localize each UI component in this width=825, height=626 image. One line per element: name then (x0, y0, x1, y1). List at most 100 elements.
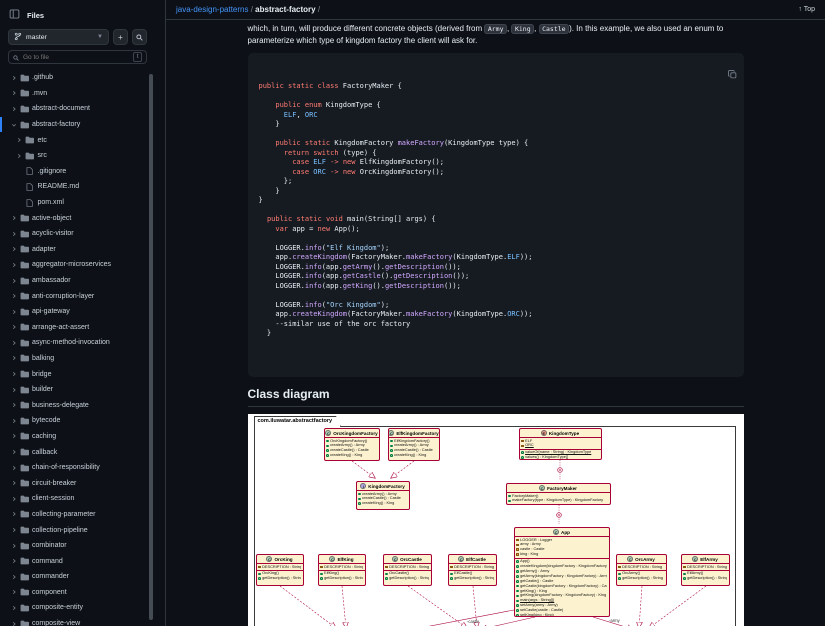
tree-item-README.md[interactable]: README.md (0, 179, 154, 195)
tree-item-collection-pipeline[interactable]: collection-pipeline (0, 522, 154, 538)
tree-item-.github[interactable]: .github (0, 70, 154, 86)
tree-item-bytecode[interactable]: bytecode (0, 413, 154, 429)
chevron-right-icon[interactable] (8, 90, 19, 96)
uml-class-name: OrcKing (274, 557, 292, 562)
tree-item-abstract-factory[interactable]: abstract-factory (0, 117, 154, 133)
chevron-right-icon[interactable] (8, 246, 19, 252)
sidebar-collapse-icon[interactable] (9, 6, 20, 24)
folder-icon (19, 417, 29, 425)
chevron-right-icon[interactable] (8, 449, 19, 455)
tree-item-api-gateway[interactable]: api-gateway (0, 304, 154, 320)
chevron-right-icon[interactable] (8, 621, 19, 626)
chevron-right-icon[interactable] (8, 527, 19, 533)
tree-item-label: active-object (32, 215, 71, 222)
chevron-right-icon[interactable] (8, 558, 19, 564)
tree-item-pom.xml[interactable]: pom.xml (0, 195, 154, 211)
chevron-right-icon[interactable] (8, 496, 19, 502)
chevron-right-icon[interactable] (8, 293, 19, 299)
code-line: return switch (type) { (259, 149, 733, 159)
chevron-right-icon[interactable] (8, 387, 19, 393)
chevron-right-icon[interactable] (8, 543, 19, 549)
chevron-right-icon[interactable] (14, 137, 25, 143)
tree-item-src[interactable]: src (0, 148, 154, 164)
uml-class-name: FactoryMaker (547, 486, 577, 491)
chevron-right-icon[interactable] (8, 433, 19, 439)
tree-item-label: etc (38, 137, 47, 144)
tree-item-component[interactable]: component (0, 585, 154, 601)
tree-item-anti-corruption-layer[interactable]: anti-corruption-layer (0, 288, 154, 304)
folder-icon (25, 136, 35, 144)
tree-item-command[interactable]: command (0, 553, 154, 569)
uml-class-name: OrcKingdomFactory (333, 431, 377, 436)
uml-class-icon: C (627, 556, 633, 562)
chevron-right-icon[interactable] (8, 262, 19, 268)
chevron-right-icon[interactable] (8, 465, 19, 471)
chevron-right-icon[interactable] (8, 402, 19, 408)
tree-item-abstract-document[interactable]: abstract-document (0, 101, 154, 117)
folder-icon (19, 386, 29, 394)
tree-item-bridge[interactable]: bridge (0, 366, 154, 382)
search-tree-button[interactable] (132, 29, 147, 45)
tree-item-aggregator-microservices[interactable]: aggregator-microservices (0, 257, 154, 273)
folder-icon (19, 308, 29, 316)
tree-item-business-delegate[interactable]: business-delegate (0, 397, 154, 413)
tree-item-client-session[interactable]: client-session (0, 491, 154, 507)
tree-item-ambassador[interactable]: ambassador (0, 273, 154, 289)
tree-item-builder[interactable]: builder (0, 382, 154, 398)
folder-icon (19, 604, 29, 612)
chevron-right-icon[interactable] (8, 278, 19, 284)
tree-item-arrange-act-assert[interactable]: arrange-act-assert (0, 320, 154, 336)
breadcrumb: java-design-patterns / abstract-factory … (176, 5, 320, 14)
folder-icon (19, 588, 29, 596)
tree-item-.gitignore[interactable]: .gitignore (0, 164, 154, 180)
copy-code-button[interactable] (694, 60, 737, 92)
chevron-right-icon[interactable] (8, 574, 19, 580)
tree-item-collecting-parameter[interactable]: collecting-parameter (0, 507, 154, 523)
chevron-down-icon: ▼ (97, 34, 103, 40)
go-to-file-input[interactable] (23, 54, 129, 61)
chevron-right-icon[interactable] (8, 371, 19, 377)
chevron-right-icon[interactable] (8, 605, 19, 611)
go-to-file-box[interactable]: t (8, 50, 147, 64)
tree-item-balking[interactable]: balking (0, 351, 154, 367)
tree-item-.mvn[interactable]: .mvn (0, 86, 154, 102)
tree-item-composite-view[interactable]: composite-view (0, 616, 154, 626)
breadcrumb-java-design-patterns[interactable]: java-design-patterns (176, 5, 248, 14)
tree-item-etc[interactable]: etc (0, 132, 154, 148)
tree-item-acyclic-visitor[interactable]: acyclic-visitor (0, 226, 154, 242)
chevron-right-icon[interactable] (8, 589, 19, 595)
add-file-button[interactable]: + (113, 29, 128, 45)
chevron-right-icon[interactable] (8, 418, 19, 424)
tree-item-async-method-invocation[interactable]: async-method-invocation (0, 335, 154, 351)
chevron-right-icon[interactable] (8, 324, 19, 330)
chevron-right-icon[interactable] (8, 511, 19, 517)
chevron-right-icon[interactable] (8, 480, 19, 486)
chevron-right-icon[interactable] (8, 355, 19, 361)
uml-member: values() : KingdomType[] (521, 455, 599, 460)
tree-item-composite-entity[interactable]: composite-entity (0, 600, 154, 616)
chevron-down-icon[interactable] (8, 122, 19, 128)
tree-item-caching[interactable]: caching (0, 429, 154, 445)
chevron-right-icon[interactable] (8, 309, 19, 315)
sidebar-scrollbar[interactable] (149, 74, 153, 620)
chevron-right-icon[interactable] (14, 153, 25, 159)
tree-item-callback[interactable]: callback (0, 444, 154, 460)
chevron-right-icon[interactable] (8, 75, 19, 81)
code-line: var app = new App(); (259, 225, 733, 235)
back-to-top-link[interactable]: ↑ Top (798, 6, 815, 13)
paragraph-text: which, in turn, will produce different c… (248, 24, 485, 33)
branch-selector[interactable]: master ▼ (8, 29, 109, 45)
tree-item-adapter[interactable]: adapter (0, 242, 154, 258)
chevron-right-icon[interactable] (8, 231, 19, 237)
uml-class-name: ElfCastle (466, 557, 486, 562)
chevron-right-icon[interactable] (8, 215, 19, 221)
svg-text:-army: -army (609, 618, 621, 623)
tree-item-circuit-breaker[interactable]: circuit-breaker (0, 475, 154, 491)
tree-item-commander[interactable]: commander (0, 569, 154, 585)
class-diagram-image[interactable]: com.iluwatar.abstractfactory king-castle… (248, 414, 744, 626)
chevron-right-icon[interactable] (8, 106, 19, 112)
chevron-right-icon[interactable] (8, 340, 19, 346)
tree-item-combinator[interactable]: combinator (0, 538, 154, 554)
tree-item-chain-of-responsibility[interactable]: chain-of-responsibility (0, 460, 154, 476)
tree-item-active-object[interactable]: active-object (0, 210, 154, 226)
